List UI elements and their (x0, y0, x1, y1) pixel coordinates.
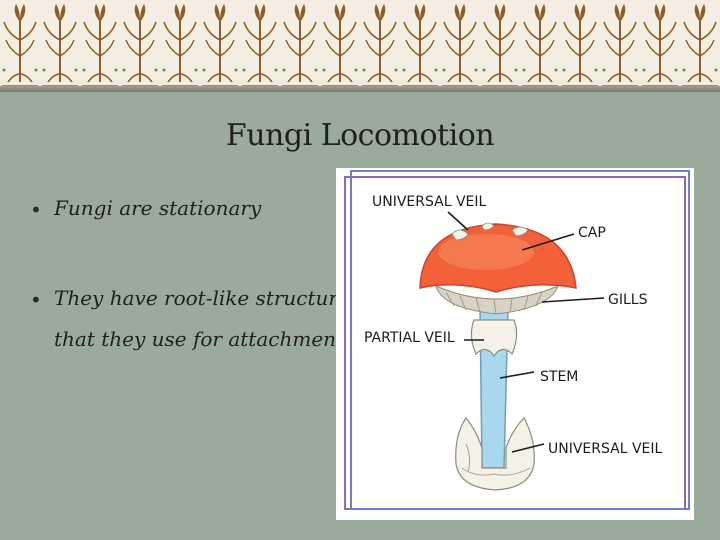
label-gills: GILLS (608, 292, 648, 308)
slide-title: Fungi Locomotion (225, 118, 495, 153)
label-cap: CAP (578, 225, 606, 241)
label-stem: STEM (540, 369, 578, 385)
banner-ornament (0, 0, 720, 86)
mushroom-diagram: UNIVERSAL VEIL CAP GILLS PARTIAL VEIL ST… (336, 168, 694, 520)
mushroom-illustration: UNIVERSAL VEIL CAP GILLS PARTIAL VEIL ST… (364, 194, 663, 491)
cap-patch (451, 229, 469, 241)
bullet-stationary: Fungi are stationary (54, 196, 262, 220)
gills-shape (435, 285, 559, 315)
ring-shape (470, 319, 518, 358)
bullet-marker: • (30, 288, 42, 312)
banner-divider (0, 86, 720, 92)
bullet-marker: • (30, 198, 42, 222)
bullet-root-structures: They have root-like structures (54, 286, 361, 310)
cap-patch (511, 226, 529, 237)
label-universal-veil-top: UNIVERSAL VEIL (372, 194, 487, 210)
decorative-banner (0, 0, 720, 92)
label-universal-veil-bottom: UNIVERSAL VEIL (548, 441, 663, 457)
label-partial-veil: PARTIAL VEIL (364, 330, 455, 346)
volva-shape (455, 416, 535, 491)
bullet-root-structures-continuation: that they use for attachment (54, 327, 345, 351)
frame-border-blue (350, 170, 690, 510)
cap-patch (481, 222, 495, 231)
